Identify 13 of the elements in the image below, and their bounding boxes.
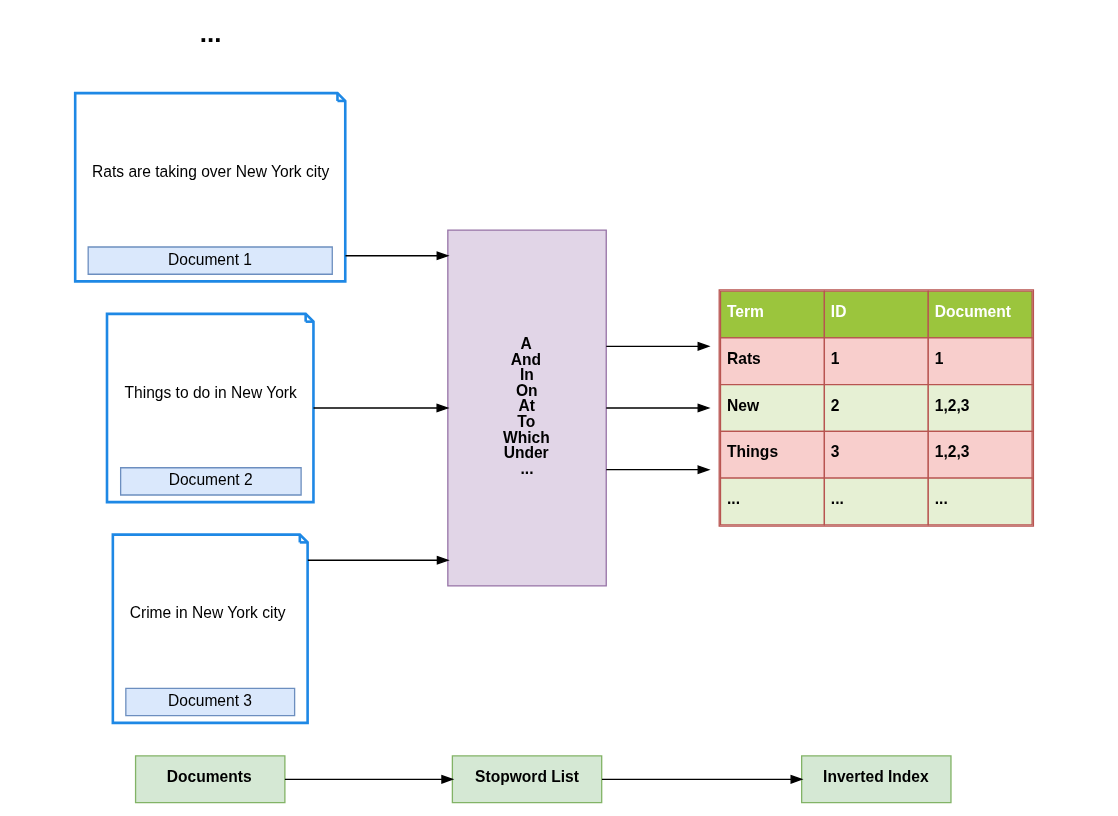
label: ... xyxy=(199,17,221,48)
arrow xyxy=(605,403,711,413)
arrow xyxy=(600,774,803,784)
node-box: Inverted Index xyxy=(800,755,952,804)
arrow xyxy=(312,403,449,413)
arrow xyxy=(306,555,450,565)
node-box: Stopword List xyxy=(451,755,602,804)
node-box: A And In On At To Which Under ... xyxy=(446,229,607,587)
arrow xyxy=(283,774,454,784)
arrow xyxy=(605,341,711,351)
node-box: Documents xyxy=(134,755,286,804)
arrow xyxy=(344,251,450,261)
arrow xyxy=(605,465,711,475)
